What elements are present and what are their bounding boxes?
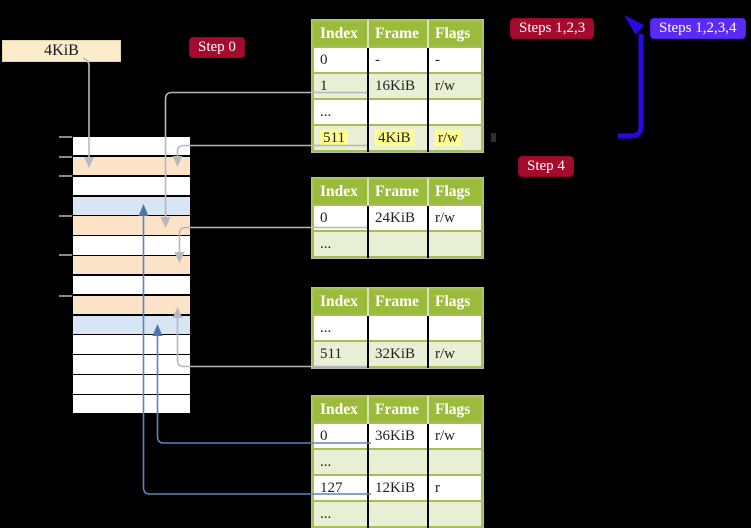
memory-row-0-white (73, 137, 190, 156)
memory-tick (59, 295, 72, 297)
memory-row-5-white (73, 236, 190, 255)
table-cell: 16KiB (367, 72, 428, 99)
column-header-frame: Frame (367, 21, 428, 47)
return-arrow (618, 34, 644, 139)
table-cell: 12KiB (367, 474, 428, 501)
memory-row-13-white (73, 394, 190, 414)
column-header-flags: Flags (427, 21, 482, 47)
table-cell: r/w (427, 340, 482, 367)
memory-row-3-blue (73, 196, 190, 215)
frame-size-label: 4KiB (2, 40, 121, 62)
memory-row-2-white (73, 176, 190, 196)
table-cell (367, 230, 428, 257)
step-0-badge: Step 0 (189, 37, 245, 58)
table-cell: 36KiB (367, 422, 428, 449)
table-row: 511 4KiB r/w (313, 124, 482, 151)
table-cell: 0 (313, 46, 368, 73)
physical-memory-stack (73, 137, 190, 415)
table-cell (367, 314, 428, 341)
table-cell: r/w (427, 204, 482, 231)
column-header-index: Index (313, 21, 368, 47)
memory-row-10-white (73, 335, 190, 354)
table-cell: 511 (313, 124, 368, 151)
memory-tick (59, 136, 72, 138)
table-cell: - (367, 46, 428, 73)
memory-tick (59, 254, 72, 256)
return-arrowhead (624, 15, 645, 35)
steps-1-2-3-4-badge: Steps 1,2,3,4 (650, 18, 746, 39)
column-header-index: Index (313, 289, 368, 315)
table-cell (367, 500, 428, 527)
table-cell (427, 314, 482, 341)
table-cell (367, 448, 428, 475)
table-cell: ... (313, 448, 368, 475)
column-header-index: Index (313, 397, 368, 423)
table-cell: 0 (313, 422, 368, 449)
column-header-index: Index (313, 179, 368, 205)
highlighted-value: 4KiB (375, 129, 414, 146)
memory-row-6-peach (73, 256, 190, 275)
table-cell: r (427, 474, 482, 501)
memory-row-12-white (73, 375, 190, 394)
column-header-frame: Frame (367, 289, 428, 315)
table-cell (367, 98, 428, 125)
table-row: ... (313, 98, 482, 125)
column-header-frame: Frame (367, 397, 428, 423)
column-header-flags: Flags (427, 397, 482, 423)
table-row: ... (313, 230, 482, 257)
table-cell: ... (313, 500, 368, 527)
highlighted-value: 511 (320, 129, 348, 146)
memory-row-8-peach (73, 295, 190, 315)
table-cell: 1 (313, 72, 368, 99)
memory-row-1-peach (73, 156, 190, 176)
table-cell: 24KiB (367, 204, 428, 231)
table-row: ... (313, 448, 482, 475)
column-header-frame: Frame (367, 179, 428, 205)
table-cell (427, 500, 482, 527)
memory-row-9-blue (73, 315, 190, 334)
table-cell (427, 448, 482, 475)
table-cell (427, 98, 482, 125)
memory-row-4-peach (73, 216, 190, 235)
table-cell: r/w (427, 72, 482, 99)
table1-edge-marker (491, 133, 496, 142)
table-row: ... (313, 314, 482, 341)
table-cell: 127 (313, 474, 368, 501)
memory-row-11-white (73, 355, 190, 374)
table-cell: 4KiB (367, 124, 428, 151)
table-cell: ... (313, 230, 368, 257)
memory-row-7-white (73, 275, 190, 295)
steps-1-2-3-badge: Steps 1,2,3 (510, 18, 595, 39)
column-header-flags: Flags (427, 289, 482, 315)
table-cell: ... (313, 314, 368, 341)
table-cell: - (427, 46, 482, 73)
table-cell: ... (313, 98, 368, 125)
memory-tick (59, 215, 72, 217)
table-cell: 0 (313, 204, 368, 231)
table-cell: r/w (427, 422, 482, 449)
table-row: 0-- (313, 46, 482, 73)
memory-tick (59, 156, 72, 158)
table-cell (427, 230, 482, 257)
memory-tick (59, 175, 72, 177)
table-cell: 32KiB (367, 340, 428, 367)
column-header-flags: Flags (427, 179, 482, 205)
table-cell: 511 (313, 340, 368, 367)
step-4-badge: Step 4 (518, 156, 574, 177)
table-row: ... (313, 500, 482, 527)
table-cell: r/w (427, 124, 482, 151)
highlighted-value: r/w (435, 129, 461, 146)
